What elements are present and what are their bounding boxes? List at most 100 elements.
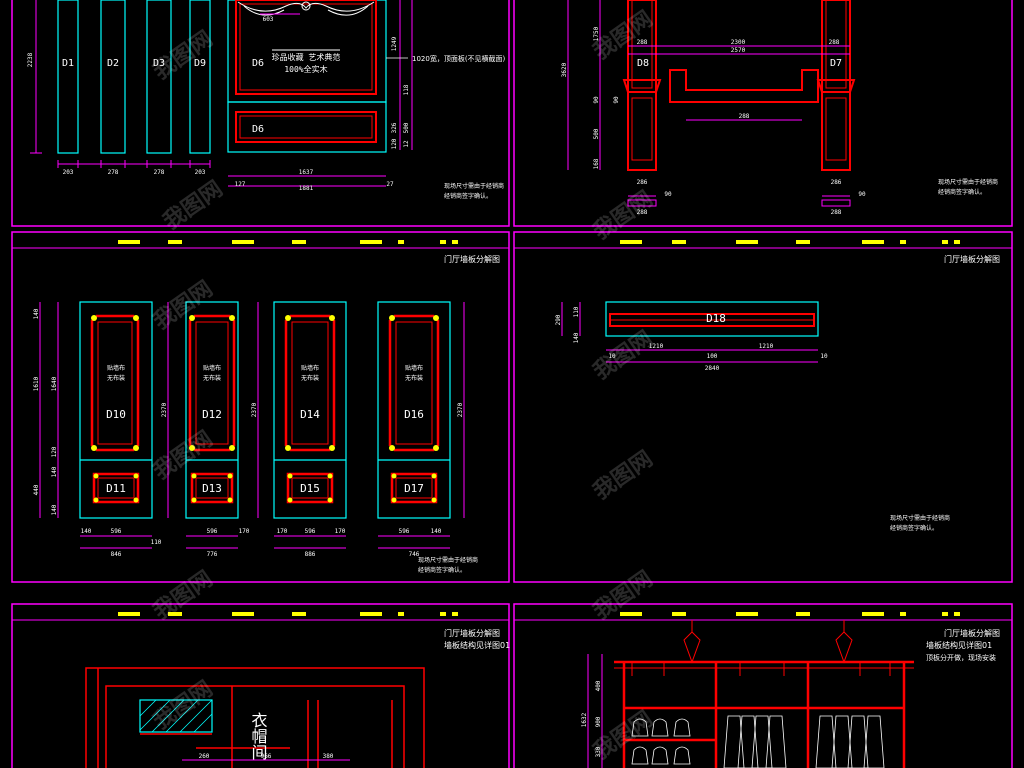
garment — [815, 715, 837, 768]
dim-d-b-2: 100 — [707, 353, 718, 360]
handbag — [631, 746, 649, 765]
frame-panel-a — [11, 0, 510, 227]
dim-d-total: 2840 — [705, 365, 720, 372]
dim-c-height-3: 2370 — [457, 402, 464, 417]
panel-a-moldings — [235, 0, 377, 143]
door-outline-2 — [185, 301, 239, 519]
strip-mark — [862, 240, 884, 244]
dim-d6-right: 27 — [386, 181, 394, 188]
rosette — [389, 315, 395, 321]
door-outline-3 — [273, 301, 347, 519]
panel-e: 门厅墙板分解图 墙板结构见详图01 衣帽间 260 96 — [85, 628, 510, 768]
rosette — [91, 315, 97, 321]
handbag — [673, 718, 691, 737]
rosette — [133, 315, 139, 321]
panel-f-dims — [587, 654, 603, 768]
hatch-line — [139, 699, 171, 731]
dim-top-2570: 2570 — [731, 47, 746, 54]
dim-f-1632: 1632 — [581, 712, 588, 727]
rosette — [389, 445, 395, 451]
molding-d12 — [188, 314, 236, 452]
strip-mark — [954, 240, 960, 244]
dim-base-left-90: 90 — [664, 191, 672, 198]
garment — [751, 715, 773, 768]
strip-mark — [620, 240, 642, 244]
dim-side-326: 326 — [391, 122, 398, 133]
strip-mark — [440, 240, 446, 244]
label-d9: D9 — [194, 58, 206, 69]
molding-d17 — [390, 472, 438, 504]
wardrobe-hangers-frame — [631, 620, 891, 676]
door-moldings — [90, 314, 440, 504]
dim-c-total-2: 776 — [207, 551, 218, 558]
molding-d6-lower — [235, 111, 377, 143]
rosette — [431, 473, 437, 479]
rosette — [227, 473, 233, 479]
label-d2: D2 — [107, 58, 119, 69]
dim-c-total-4: 746 — [409, 551, 420, 558]
dim-c-b-7: 170 — [335, 528, 346, 535]
dim-d6-inner: 1637 — [299, 169, 314, 176]
door-2-note-a: 贴墙布 — [203, 364, 221, 372]
strip-mark — [900, 240, 906, 244]
rosette — [93, 473, 99, 479]
dim-d9-width: 203 — [195, 169, 206, 176]
panel-a: 珍品收藏 艺术典范 100%全实木 D1 D2 D3 D9 D6 D6 — [27, 0, 506, 200]
dim-e-966: 966 — [261, 753, 272, 760]
strip-mark — [672, 240, 686, 244]
molding-d10-inner — [97, 321, 133, 445]
door-1-note-b: 无布装 — [107, 374, 125, 382]
garment — [831, 715, 853, 768]
panel-c-title: 门厅墙板分解图 — [444, 254, 500, 264]
rosette — [229, 315, 235, 321]
label-d13: D13 — [202, 482, 222, 495]
rosette — [329, 315, 335, 321]
dim-side-120: 120 — [391, 138, 398, 149]
base-plate-right — [821, 199, 851, 207]
door-2-note-b: 无布装 — [203, 374, 221, 382]
dim-base-right-90: 90 — [858, 191, 866, 198]
dim-f-400: 400 — [595, 680, 602, 691]
lamp-right — [835, 631, 853, 664]
carving-note: 1020宽，顶面板(不见横截面) — [412, 54, 506, 63]
dim-side-118: 118 — [403, 84, 410, 95]
dim-c-total-3: 886 — [305, 551, 316, 558]
dim-d-110: 110 — [573, 306, 580, 317]
rosette — [327, 473, 333, 479]
column-left-upper-inner — [631, 0, 653, 89]
dim-b-168: 168 — [593, 158, 600, 169]
sheet-frames — [11, 0, 1013, 768]
label-d16: D16 — [404, 408, 424, 421]
note-measure-b2: 经销商签字确认。 — [938, 188, 986, 196]
dim-d-140: 140 — [573, 332, 580, 343]
dim-side-500: 500 — [403, 122, 410, 133]
board-d9 — [189, 0, 211, 154]
rosette — [285, 315, 291, 321]
molding-d13 — [190, 472, 234, 504]
note-measure-c2: 经销商签字确认。 — [418, 566, 466, 574]
molding-corner-rosettes — [91, 315, 439, 503]
hatch-line — [193, 713, 213, 733]
dim-d-290: 290 — [555, 314, 562, 325]
dim-d1-width: 203 — [63, 169, 74, 176]
hatch-line — [139, 699, 157, 717]
molding-d13-inner — [195, 477, 229, 499]
dim-c-b-1: 596 — [111, 528, 122, 535]
dim-top-left-288: 288 — [637, 39, 648, 46]
strip-mark — [862, 612, 884, 616]
label-d11: D11 — [106, 482, 126, 495]
dim-d-b-1: 1210 — [649, 343, 664, 350]
frame-panel-d — [513, 231, 1013, 583]
dim-d-b-0: 10 — [608, 353, 616, 360]
handbag — [631, 718, 649, 737]
dim-c-b-6: 596 — [305, 528, 316, 535]
strip-mark — [168, 612, 182, 616]
rosette — [227, 497, 233, 503]
room-outline — [85, 667, 425, 768]
carving-ornament — [237, 1, 375, 16]
molding-d15-inner — [291, 477, 329, 499]
dim-c-height-2: 2370 — [251, 402, 258, 417]
dim-c-height-1: 2370 — [161, 402, 168, 417]
panel-d: 门厅墙板分解图 D18 290 110 140 10 1210 100 1210… — [555, 254, 1000, 532]
dim-f-900: 900 — [595, 716, 602, 727]
